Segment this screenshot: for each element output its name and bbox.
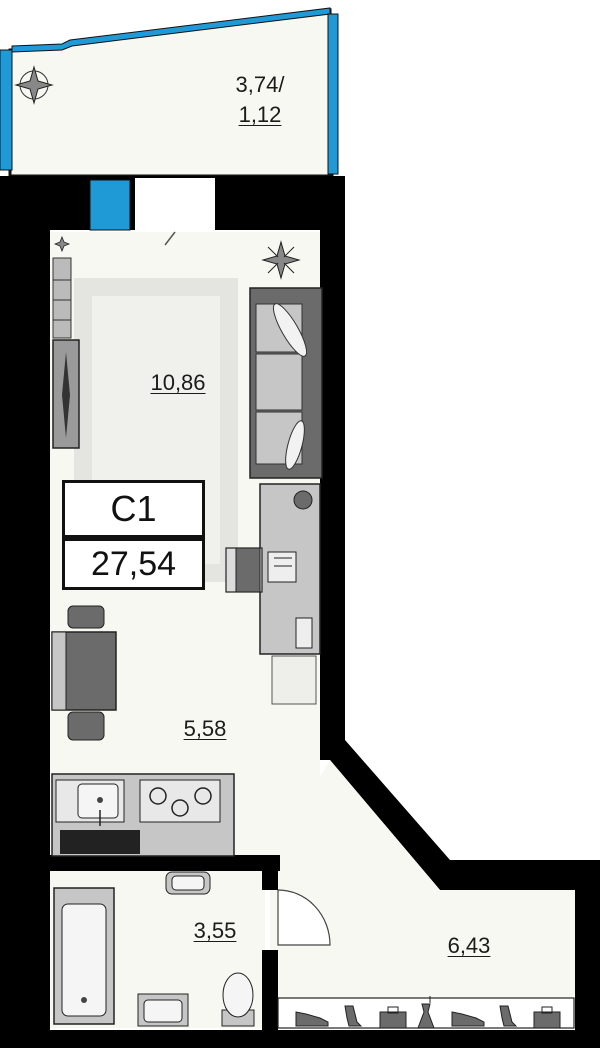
bathroom-area: 3,55 (193, 918, 237, 943)
shoe-icon (295, 1011, 329, 1027)
balcony-door-opening (135, 178, 215, 232)
balcony-area-line2: 1,12 (238, 102, 282, 127)
total-area: 27,54 (90, 544, 177, 583)
balcony-window-right (327, 13, 339, 175)
plant-icon (14, 65, 54, 105)
toilet (221, 972, 255, 1027)
plant-icon (261, 240, 301, 280)
windows (0, 7, 339, 231)
outside-area (345, 0, 600, 860)
desk (225, 483, 321, 705)
shoe-rack (277, 996, 575, 1029)
room-floor-hall (270, 760, 575, 1028)
bath-wall-top (50, 855, 280, 871)
bathroom-door-swing (277, 889, 331, 946)
sofa (249, 287, 323, 479)
bag-icon (533, 1006, 561, 1029)
bath-wall-right-lower (262, 950, 278, 1030)
shoe-icon (451, 1011, 485, 1027)
unit-type-box: С1 (62, 480, 205, 538)
hallway-area: 6,43 (447, 933, 491, 958)
balcony-window-left (0, 49, 13, 171)
bath-sink (137, 993, 189, 1027)
dining-table (51, 605, 117, 741)
living-room-area: 10,86 (150, 370, 206, 395)
door-swing-mark (164, 231, 176, 246)
dress-icon (417, 1003, 435, 1029)
total-area-box: 27,54 (62, 538, 205, 590)
kitchen-counter (51, 773, 235, 857)
balcony-area-line1: 3,74/ (235, 72, 285, 97)
kitchen-area: 5,58 (183, 716, 227, 741)
bath-wall-right (262, 855, 278, 890)
wardrobe (52, 257, 80, 449)
towel-rail (165, 871, 211, 895)
heel-icon (344, 1005, 363, 1027)
room-window (89, 179, 131, 231)
unit-type: С1 (110, 488, 157, 529)
bathtub (53, 887, 115, 1025)
small-plant-icon (53, 235, 71, 253)
bag-icon (379, 1006, 407, 1029)
heel-icon (499, 1005, 518, 1027)
